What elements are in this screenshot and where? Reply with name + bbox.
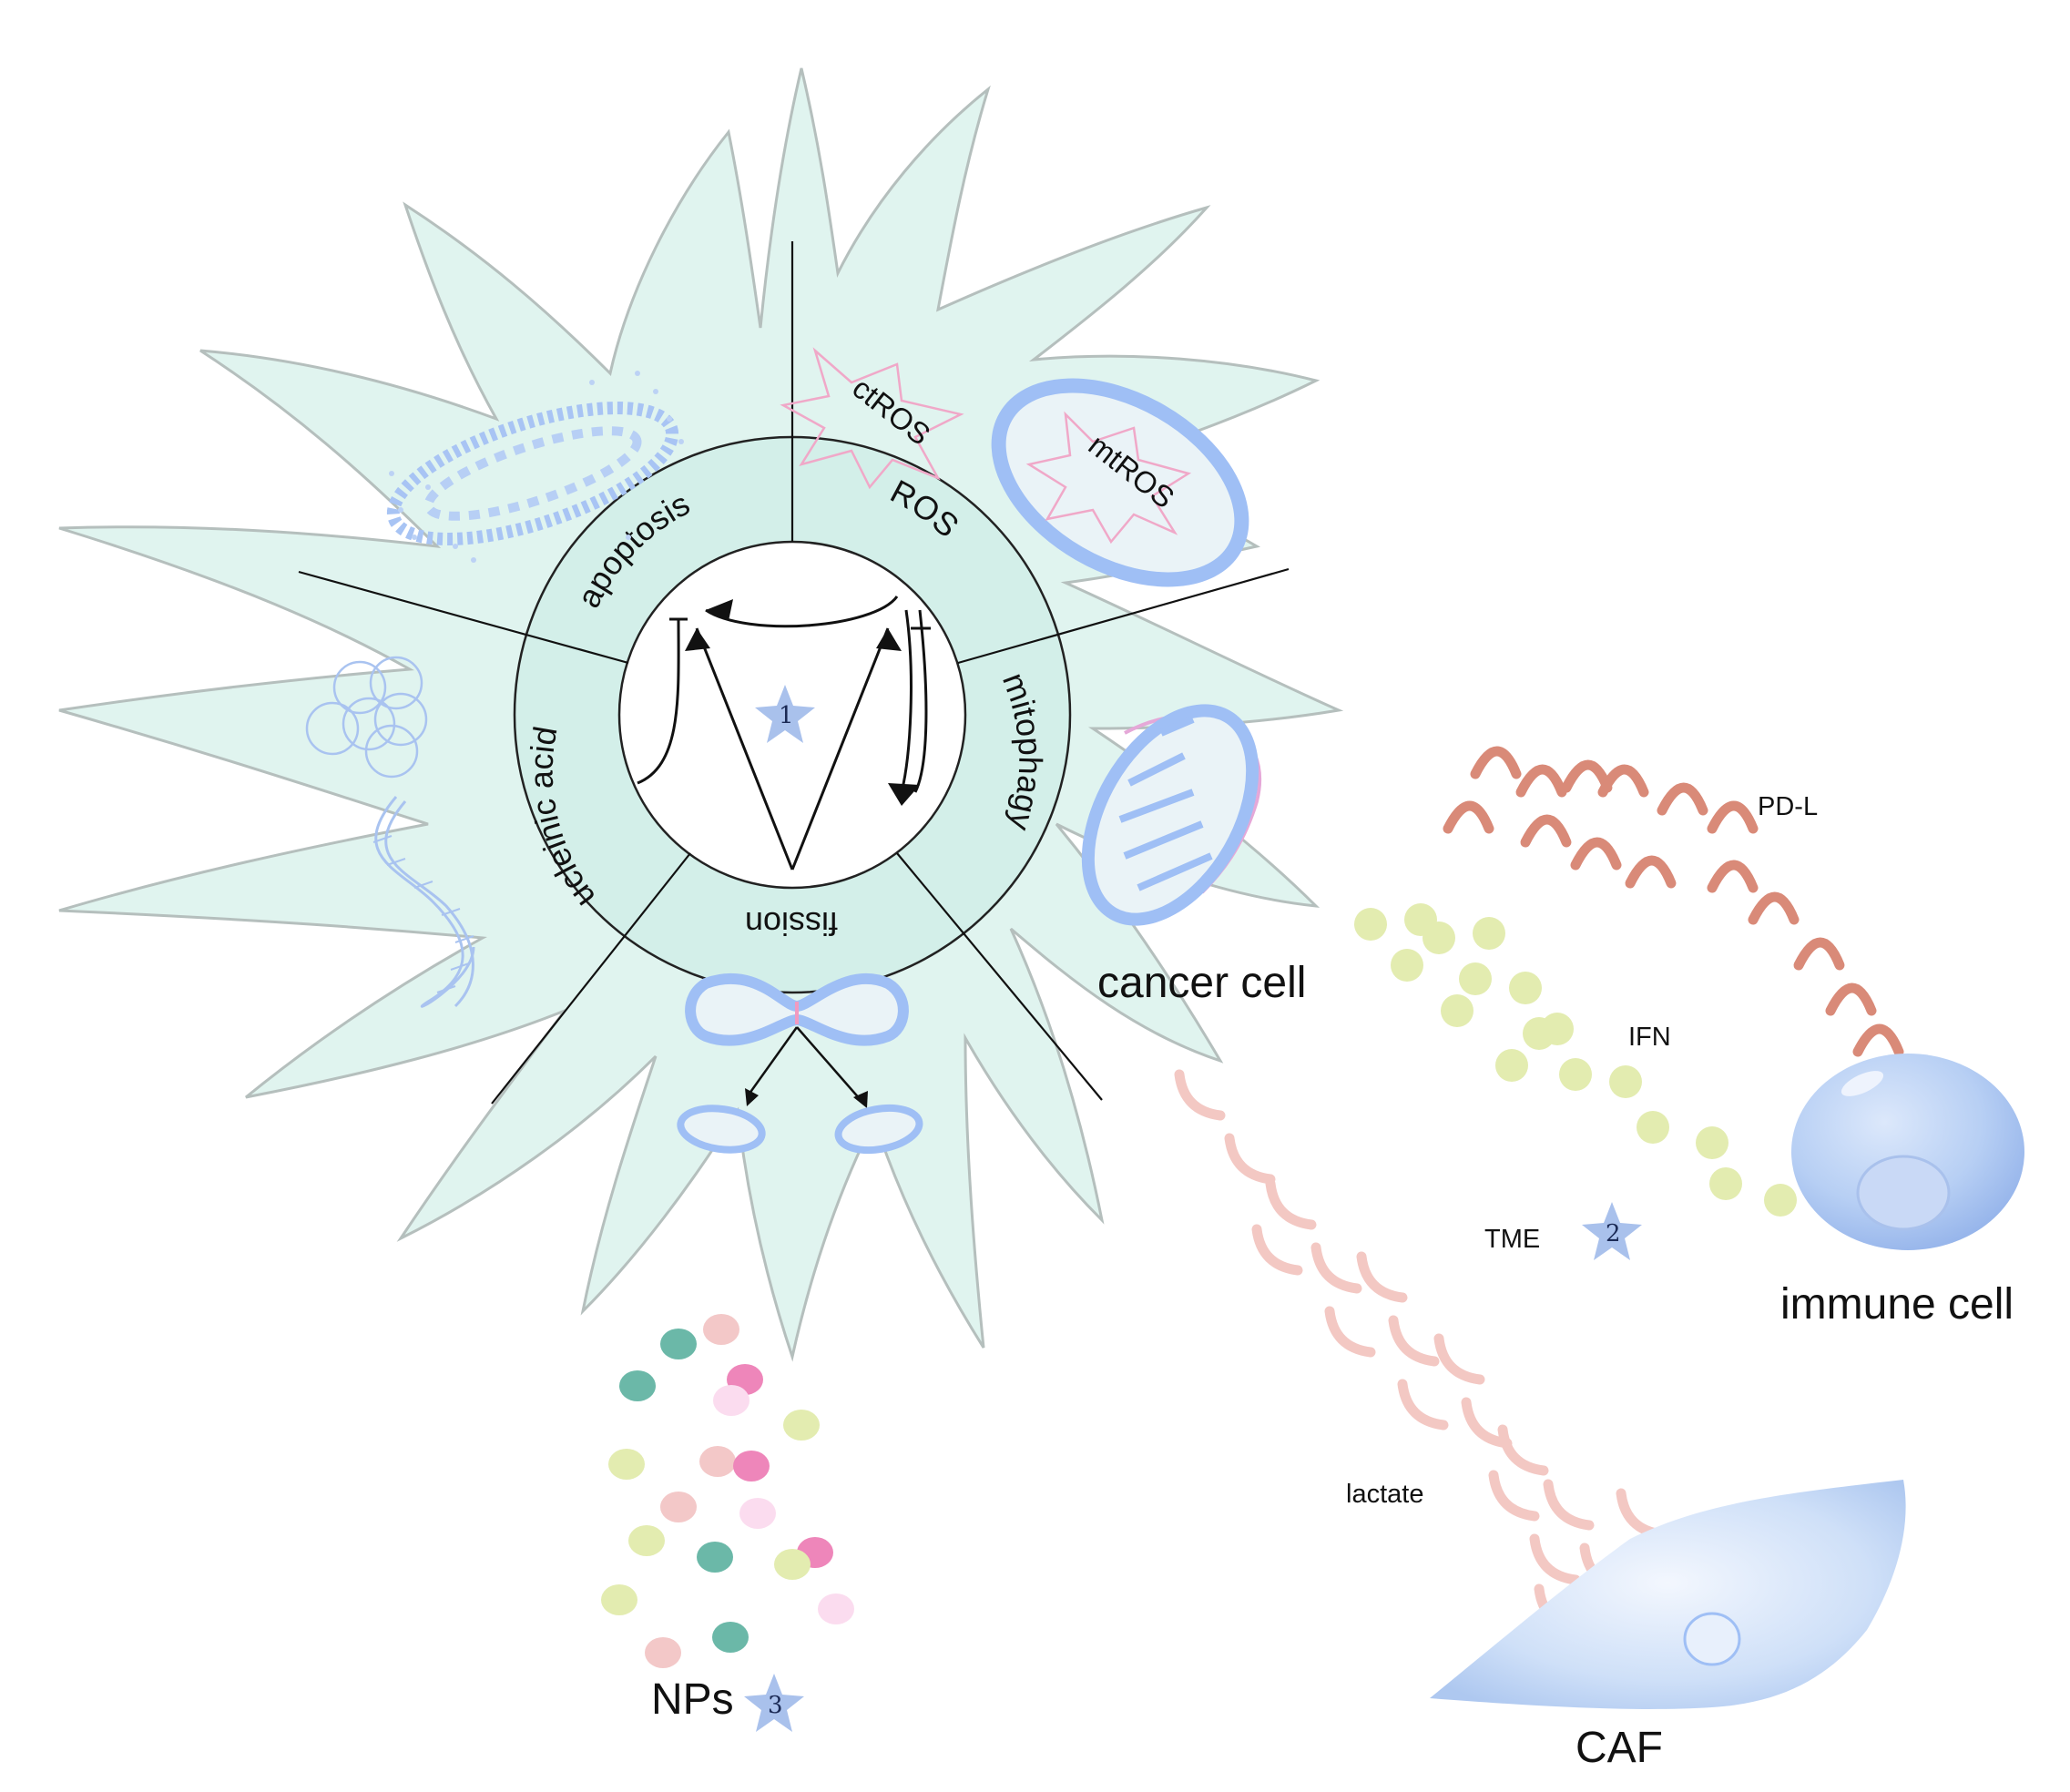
ifn-molecules xyxy=(1354,903,1797,1217)
mitophagy-mitochondrion-icon xyxy=(1081,704,1262,926)
caf-cell-icon xyxy=(1430,1480,1906,1709)
immune-cell-label: immune cell xyxy=(1780,1280,2014,1329)
ring-label-fission: fission xyxy=(745,905,838,942)
dna-helix-icon xyxy=(372,796,475,1008)
fission-mitochondria-icon xyxy=(677,972,923,1155)
arrowheads xyxy=(685,599,920,806)
caf-label: CAF xyxy=(1575,1724,1663,1772)
nucleic-acid-icon xyxy=(305,656,428,779)
star-1-icon: 1 xyxy=(755,685,815,743)
lactate-molecules xyxy=(1174,1069,1667,1635)
star-3-icon: 3 xyxy=(744,1674,804,1732)
tme-label: TME xyxy=(1484,1225,1540,1254)
star-2-icon: 2 xyxy=(1582,1202,1642,1260)
ifn-label: IFN xyxy=(1628,1023,1671,1052)
fragmented-mitochondrion-icon xyxy=(386,371,684,563)
svg-text:1: 1 xyxy=(779,702,794,729)
pdl-label: PD-L xyxy=(1758,792,1818,821)
nanoparticles xyxy=(601,1314,854,1668)
cancer-cell-label: cancer cell xyxy=(1097,959,1306,1007)
nps-label: NPs xyxy=(651,1675,734,1724)
sector-lines xyxy=(298,241,1290,1105)
svg-text:3: 3 xyxy=(768,1692,783,1719)
svg-text:2: 2 xyxy=(1606,1220,1621,1247)
pdl-molecules xyxy=(1443,746,1904,1057)
lactate-label: lactate xyxy=(1346,1480,1423,1509)
mitochondrion-mtros-icon: mtROS xyxy=(991,378,1249,587)
central-arrows xyxy=(637,596,931,871)
immune-cell-icon xyxy=(1791,1054,2024,1250)
